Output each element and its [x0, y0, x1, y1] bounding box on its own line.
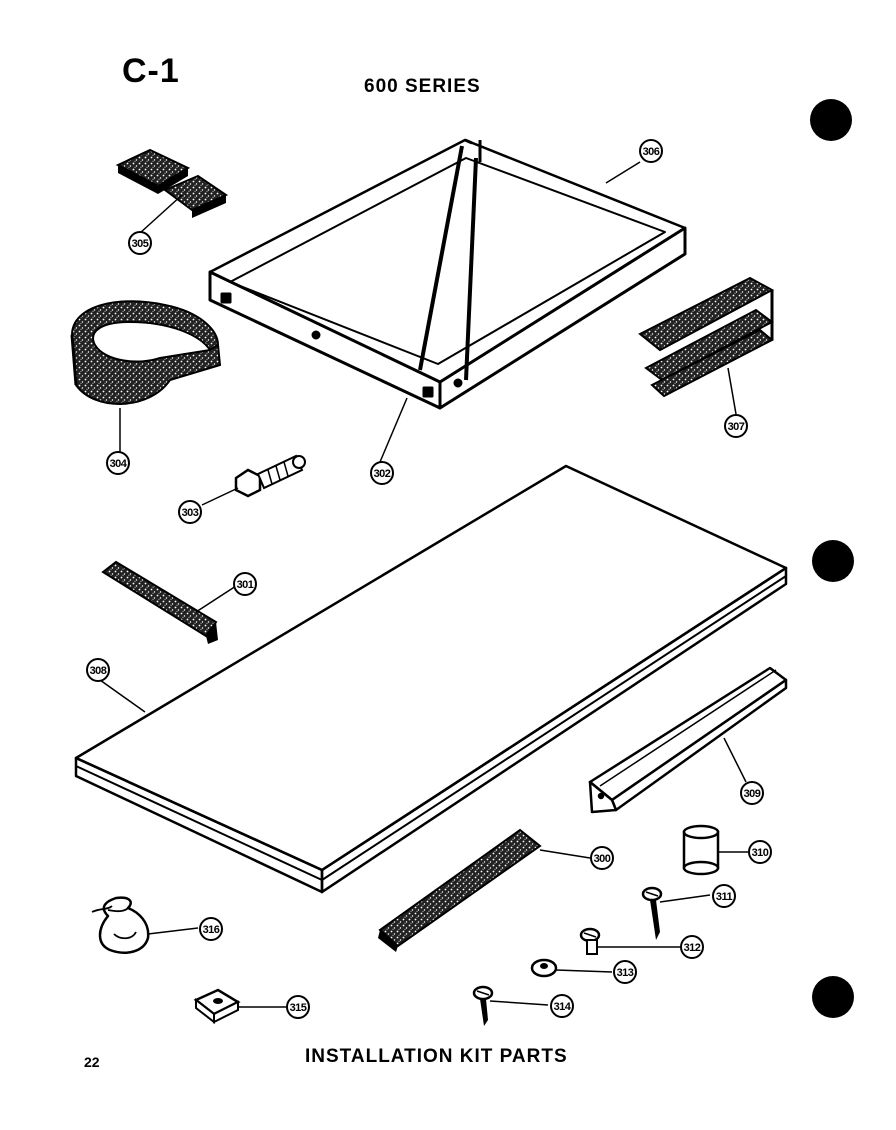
leader-306 — [605, 161, 641, 184]
callout-305: 305 — [128, 231, 152, 255]
leader-309 — [723, 737, 747, 783]
leader-316 — [147, 927, 199, 935]
diagram-caption: INSTALLATION KIT PARTS — [305, 1046, 568, 1067]
part-316-bag — [91, 896, 150, 954]
part-307-foam-strips — [638, 276, 775, 398]
callout-315: 315 — [286, 995, 310, 1019]
callout-316-label: 316 — [203, 924, 220, 936]
leader-311 — [659, 894, 711, 903]
part-311-screw — [641, 886, 663, 940]
callout-304-label: 304 — [110, 458, 128, 470]
callout-306: 306 — [639, 139, 663, 163]
part-300-foam-strip — [378, 828, 542, 952]
callout-313: 313 — [613, 960, 637, 984]
part-308-panel — [74, 464, 788, 894]
part-305-foam-pads — [115, 148, 229, 218]
callout-311-label: 311 — [716, 891, 733, 903]
binder-hole-bottom — [812, 976, 854, 1018]
callout-300-label: 300 — [594, 853, 611, 865]
part-313-nut — [530, 958, 558, 978]
callout-310: 310 — [748, 840, 772, 864]
part-309-rail — [588, 666, 788, 814]
part-301-foam-strip — [101, 560, 218, 644]
part-310-sleeve — [682, 824, 720, 876]
part-304-foam-roll — [70, 300, 222, 405]
callout-311: 311 — [712, 884, 736, 908]
callout-305-label: 305 — [132, 238, 149, 250]
callout-303: 303 — [178, 500, 202, 524]
leader-307 — [727, 367, 737, 415]
callout-300: 300 — [590, 846, 614, 870]
callout-310-label: 310 — [752, 847, 769, 859]
callout-309-label: 309 — [744, 788, 761, 800]
leader-301 — [195, 585, 237, 613]
leader-303 — [201, 487, 239, 506]
callout-303-label: 303 — [182, 507, 199, 519]
callout-302-label: 302 — [374, 468, 391, 480]
callout-314: 314 — [550, 994, 574, 1018]
binder-hole-top — [810, 99, 852, 141]
callout-316: 316 — [199, 917, 223, 941]
leader-300 — [539, 849, 591, 859]
callout-315-label: 315 — [290, 1002, 307, 1014]
page-label: C-1 — [122, 52, 180, 90]
leader-305 — [139, 194, 183, 234]
leader-302 — [379, 397, 408, 463]
part-312-screw — [579, 927, 601, 955]
part-315-clip — [193, 988, 241, 1025]
callout-307-label: 307 — [728, 421, 745, 433]
callout-301-label: 301 — [237, 579, 254, 591]
part-303-bolt — [234, 454, 306, 498]
callout-306-label: 306 — [643, 146, 660, 158]
leader-314 — [489, 1000, 549, 1006]
callout-312: 312 — [680, 935, 704, 959]
part-306-mounting-frame — [208, 138, 687, 410]
series-title: 600 SERIES — [364, 76, 481, 97]
leader-308 — [99, 679, 146, 713]
callout-309: 309 — [740, 781, 764, 805]
callout-312-label: 312 — [684, 942, 701, 954]
callout-313-label: 313 — [617, 967, 634, 979]
callout-308-label: 308 — [90, 665, 107, 677]
callout-314-label: 314 — [554, 1001, 572, 1013]
callout-304: 304 — [106, 451, 130, 475]
leader-313 — [555, 969, 613, 973]
binder-hole-middle — [812, 540, 854, 582]
callout-302: 302 — [370, 461, 394, 485]
part-314-screw — [472, 985, 494, 1026]
callout-307: 307 — [724, 414, 748, 438]
callout-308: 308 — [86, 658, 110, 682]
page-number: 22 — [84, 1054, 100, 1070]
callout-301: 301 — [233, 572, 257, 596]
